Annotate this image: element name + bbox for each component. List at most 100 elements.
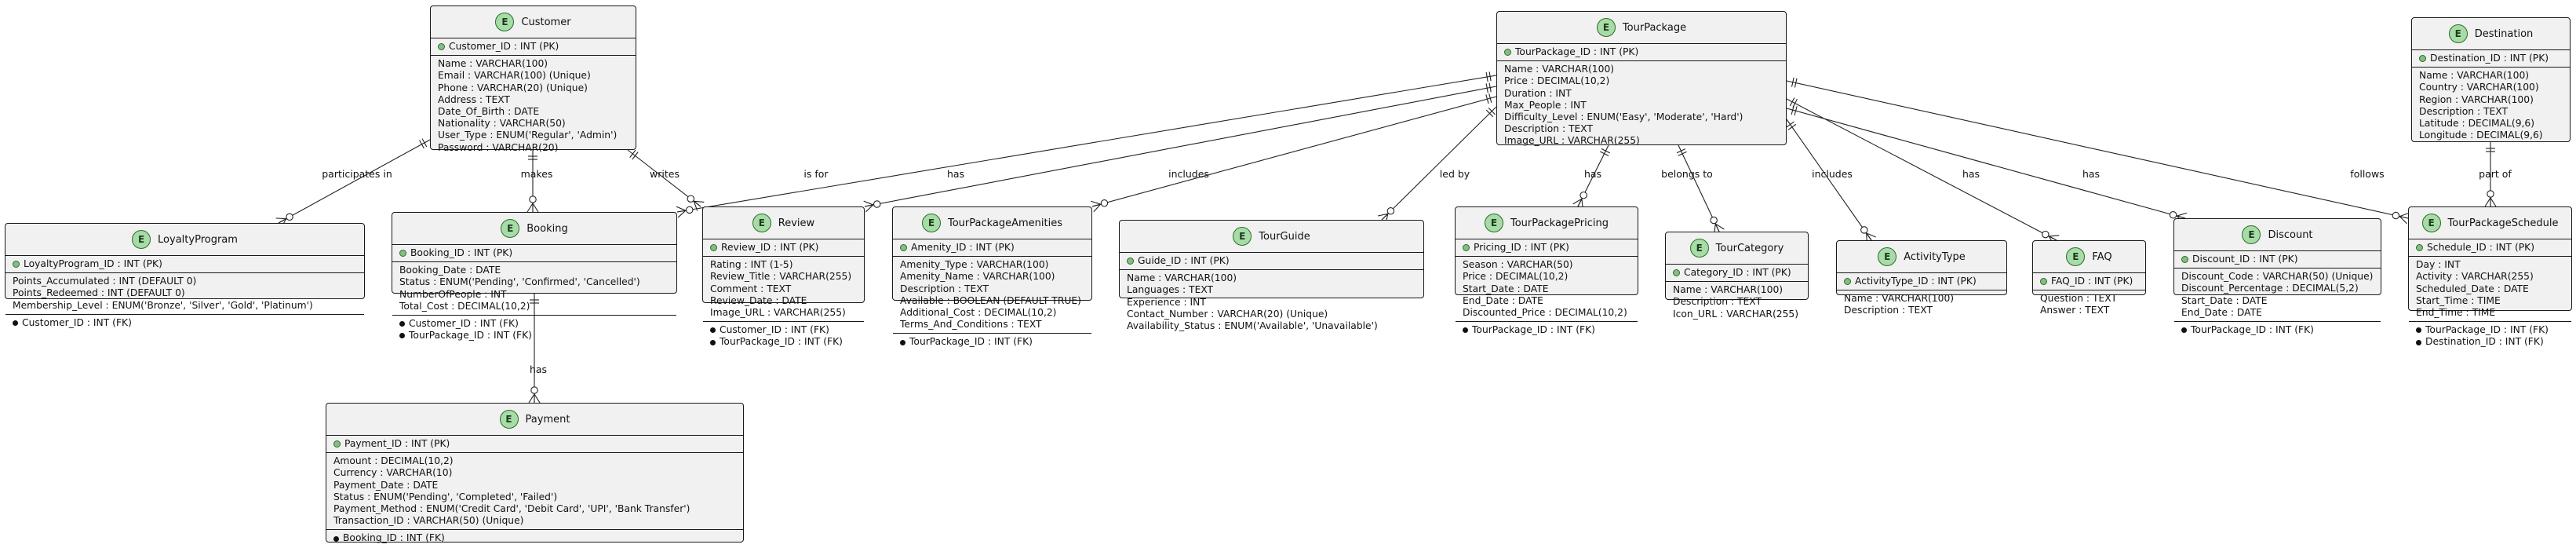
relationship-line xyxy=(1786,108,2186,219)
primary-key-row: Guide_ID : INT (PK) xyxy=(1127,255,1416,267)
attribute-text: Pricing_ID : INT (PK) xyxy=(1474,242,1569,253)
primary-key-row: Amenity_ID : INT (PK) xyxy=(900,242,1084,254)
attribute-text: Booking_Date : DATE xyxy=(399,265,501,276)
entity-fks-section: TourPackage_ID : INT (FK) xyxy=(2174,321,2381,338)
entity-pk-section: Category_ID : INT (PK) xyxy=(1666,264,1808,281)
relationship-label: belongs to xyxy=(1661,168,1713,180)
entity-pk-section: Booking_ID : INT (PK) xyxy=(392,244,676,261)
relationship-label: part of xyxy=(2479,168,2512,180)
attribute-text: Customer_ID : INT (PK) xyxy=(449,41,559,52)
one-marker-icon xyxy=(1485,71,1488,82)
one-marker-icon xyxy=(1791,105,1794,115)
crowfoot-icon xyxy=(865,204,874,213)
fk-dot-icon xyxy=(333,535,339,542)
attribute-row: Payment_Date : DATE xyxy=(333,480,736,491)
crowfoot-icon xyxy=(2490,197,2497,207)
crowfoot-icon xyxy=(864,204,873,207)
entity-fks-section: TourPackage_ID : INT (FK) xyxy=(893,333,1091,350)
attribute-row: End_Time : TIME xyxy=(2416,307,2564,319)
attribute-row: Longitude : DECIMAL(9,6) xyxy=(2419,130,2563,141)
one-marker-icon xyxy=(1488,93,1492,104)
entity-e-badge-icon: E xyxy=(2448,24,2468,43)
attribute-text: Activity : VARCHAR(255) xyxy=(2416,271,2534,283)
zero-marker-icon xyxy=(1579,191,1587,199)
zero-marker-icon xyxy=(2487,190,2494,198)
entity-title: LoyaltyProgram xyxy=(158,233,238,246)
one-marker-icon xyxy=(1789,97,1795,107)
attribute-row: End_Date : DATE xyxy=(2181,307,2374,319)
attribute-text: Duration : INT xyxy=(1504,87,1572,99)
attribute-text: Payment_Method : ENUM('Credit Card', 'De… xyxy=(333,503,690,515)
entity-title: FAQ xyxy=(2092,250,2112,263)
attribute-text: Booking_ID : INT (PK) xyxy=(410,247,513,258)
attribute-text: Longitude : DECIMAL(9,6) xyxy=(2419,130,2543,141)
crowfoot-icon xyxy=(2177,215,2186,219)
foreign-key-row: TourPackage_ID : INT (FK) xyxy=(2416,324,2564,336)
attribute-text: Price : DECIMAL(10,2) xyxy=(1463,271,1569,283)
foreign-key-row: Destination_ID : INT (FK) xyxy=(2416,336,2564,348)
zero-marker-icon xyxy=(529,195,537,203)
attribute-row: NumberOfPeople : INT xyxy=(399,289,669,301)
entity-pk-section: Schedule_ID : INT (PK) xyxy=(2409,239,2571,256)
entity-attrs-section: Name : VARCHAR(100)Email : VARCHAR(100) … xyxy=(431,55,636,156)
pk-dot-icon xyxy=(438,43,445,51)
attribute-text: Discount_Code : VARCHAR(50) (Unique) xyxy=(2181,271,2374,283)
crowfoot-icon xyxy=(1091,200,1101,205)
attribute-row: Discount_Code : VARCHAR(50) (Unique) xyxy=(2181,271,2374,283)
primary-key-row: TourPackage_ID : INT (PK) xyxy=(1504,46,1779,58)
entity-fks-section: Booking_ID : INT (FK) xyxy=(326,529,743,546)
attribute-row: Name : VARCHAR(100) xyxy=(438,58,629,70)
pk-dot-icon xyxy=(13,261,20,269)
entity-fks-section: TourPackage_ID : INT (FK) xyxy=(1456,321,1638,338)
fk-dot-icon xyxy=(2416,327,2421,334)
entity-attrs-section: Amenity_Type : VARCHAR(100)Amenity_Name … xyxy=(893,256,1091,333)
attribute-row: Description : TEXT xyxy=(1504,123,1779,135)
relationship-line xyxy=(1786,119,1872,241)
relationship-tourpackage-booking: is for xyxy=(676,71,1497,218)
attribute-row: Amenity_Name : VARCHAR(100) xyxy=(900,271,1084,283)
attribute-row: Description : TEXT xyxy=(900,283,1084,295)
zero-marker-icon xyxy=(286,213,293,221)
fk-dot-icon xyxy=(2181,327,2187,334)
relationship-label: writes xyxy=(650,168,680,180)
foreign-key-row: Booking_ID : INT (FK) xyxy=(333,532,736,544)
foreign-key-row: Customer_ID : INT (FK) xyxy=(13,317,357,329)
primary-key-row: Booking_ID : INT (PK) xyxy=(399,247,669,259)
relationship-label: has xyxy=(530,364,547,375)
attribute-row: Status : ENUM('Pending', 'Confirmed', 'C… xyxy=(399,276,669,288)
attribute-text: Destination_ID : INT (FK) xyxy=(2425,336,2544,348)
attribute-text: LoyaltyProgram_ID : INT (PK) xyxy=(24,258,162,269)
fk-dot-icon xyxy=(2416,339,2421,345)
attribute-text: TourPackage_ID : INT (FK) xyxy=(909,336,1033,348)
attribute-text: Name : VARCHAR(100) xyxy=(438,58,548,70)
attribute-row: Image_URL : VARCHAR(255) xyxy=(1504,135,1779,147)
entity-fks-section: Customer_ID : INT (FK)TourPackage_ID : I… xyxy=(703,321,864,350)
attribute-row: User_Type : ENUM('Regular', 'Admin') xyxy=(438,130,629,141)
attribute-text: Amount : DECIMAL(10,2) xyxy=(333,455,454,467)
attribute-row: Question : TEXT xyxy=(2040,293,2138,305)
entity-e-badge-icon: E xyxy=(132,230,151,249)
relationship-customer-booking: makes xyxy=(521,150,552,213)
crowfoot-icon xyxy=(1093,203,1102,213)
entity-title: TourPackageSchedule xyxy=(2447,217,2559,229)
one-marker-icon xyxy=(1794,106,1798,116)
attribute-row: Name : VARCHAR(100) xyxy=(1127,272,1416,284)
attribute-row: Difficulty_Level : ENUM('Easy', 'Moderat… xyxy=(1504,111,1779,123)
pk-dot-icon xyxy=(710,244,717,252)
attribute-text: Image_URL : VARCHAR(255) xyxy=(710,307,846,319)
one-marker-icon xyxy=(1791,77,1794,87)
attribute-text: Membership_Level : ENUM('Bronze', 'Silve… xyxy=(13,299,313,311)
crowfoot-icon xyxy=(677,210,687,218)
attribute-text: Nationality : VARCHAR(50) xyxy=(438,118,566,130)
attribute-row: Comment : TEXT xyxy=(710,283,857,295)
